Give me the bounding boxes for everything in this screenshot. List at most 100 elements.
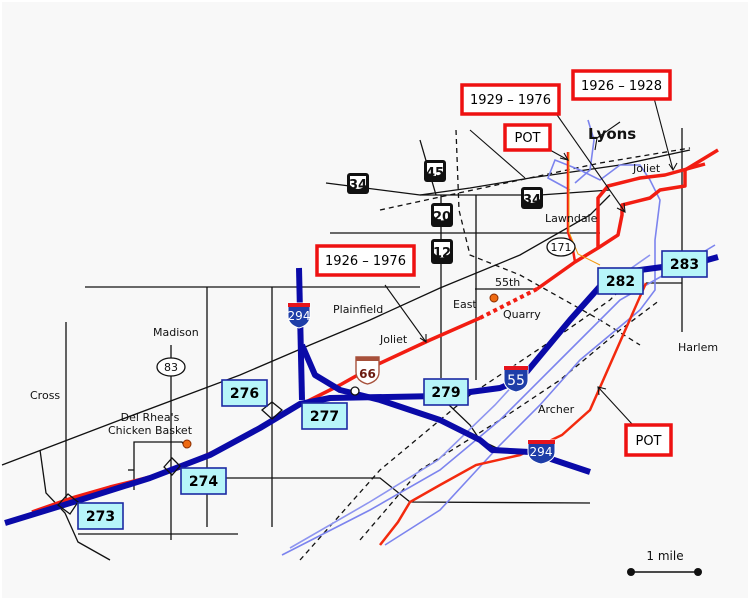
- street-quarry: Quarry: [503, 308, 541, 321]
- exit-274-label: 274: [189, 474, 218, 490]
- interstate-55-shield: 55: [503, 365, 529, 393]
- road-us34: [325, 182, 611, 196]
- scale-bar-label: 1 mile: [646, 549, 683, 563]
- callout-1926-1928-label: 1926 – 1928: [581, 79, 662, 94]
- arrow-1926-1976-head: [419, 334, 427, 344]
- i55-number: 55: [507, 373, 525, 389]
- interchange-274: [163, 457, 181, 476]
- route-66-shield: 66: [355, 356, 380, 385]
- arrow-1926-1928: [653, 97, 674, 171]
- rail-top: [379, 147, 691, 211]
- route66-number: 66: [359, 367, 376, 381]
- exit-282-label: 282: [606, 274, 635, 290]
- callout-1929-1976-label: 1929 – 1976: [470, 93, 551, 108]
- route66-to-lyons: [535, 148, 719, 291]
- exit-277: 277: [301, 402, 348, 430]
- il83-number: 83: [164, 361, 178, 374]
- arrow-pot-north: [549, 149, 569, 161]
- east-quarry-poi[interactable]: [489, 293, 499, 303]
- us45-number: 45: [426, 166, 444, 181]
- callout-1926-1928: 1926 – 1928: [571, 69, 672, 101]
- route66-1926-1928: [596, 162, 706, 248]
- us-route-34-west: 34: [347, 173, 369, 194]
- exit-274: 274: [180, 467, 227, 495]
- callout-1926-1976: 1926 – 1976: [315, 244, 416, 277]
- scale-bar-right-dot: [694, 568, 702, 576]
- interchange-276: [260, 401, 284, 420]
- rail-vertical: [455, 129, 641, 346]
- street-plainfield: Plainfield: [333, 303, 383, 316]
- callout-arrows: [384, 97, 678, 425]
- exit-282: 282: [597, 267, 644, 295]
- interchange-273: [57, 493, 79, 515]
- street-55th: 55th: [495, 276, 520, 289]
- arrow-1929-1976: [554, 111, 626, 213]
- us20-number: 20: [433, 210, 451, 225]
- route66-pot-north: [566, 152, 577, 263]
- scale-bar-left-dot: [627, 568, 635, 576]
- road-exit279-connector: [447, 403, 506, 453]
- street-harlem: Harlem: [678, 341, 718, 354]
- arrow-1926-1928-head: [668, 162, 678, 172]
- interstate-294-north-shield: 294: [287, 302, 311, 329]
- exit-277-label: 277: [310, 409, 339, 425]
- callout-pot-south: POT: [624, 423, 673, 457]
- arrow-pot-north-head: [559, 152, 570, 161]
- i294-north-number: 294: [288, 309, 311, 323]
- us12-number: 12: [433, 246, 451, 261]
- state-route-171: 171: [546, 237, 576, 257]
- street-east: East: [453, 298, 477, 311]
- exit-273: 273: [77, 502, 124, 530]
- arrow-pot-south-head: [597, 386, 607, 396]
- callout-1926-1976-label: 1926 – 1976: [325, 254, 406, 269]
- exit-279-label: 279: [431, 385, 460, 401]
- arrow-pot-south: [597, 386, 633, 425]
- small-circle-marker: [350, 386, 360, 396]
- exit-283: 283: [661, 250, 708, 278]
- us-route-34-east: 34: [521, 187, 543, 209]
- street-cross: Cross: [30, 389, 60, 402]
- road-plainfield-diagonal: [1, 194, 611, 466]
- us-route-12: 12: [431, 239, 453, 264]
- road-cross-diagonal: [39, 449, 111, 561]
- callout-1929-1976: 1929 – 1976: [460, 83, 561, 116]
- rail-southwest-1: [299, 269, 641, 561]
- river-canal: [384, 158, 661, 546]
- route66-pot-south: [379, 282, 648, 546]
- street-joliet-mid: Joliet: [379, 333, 408, 346]
- il171-number: 171: [551, 241, 572, 254]
- arrow-lyons-west: [469, 129, 526, 179]
- i294-curve: [299, 343, 591, 475]
- exit-276: 276: [221, 379, 268, 407]
- place-lyons: Lyons: [588, 125, 636, 143]
- us34-east-number: 34: [523, 193, 541, 208]
- exit-279: 279: [423, 378, 469, 406]
- del-rheas-chicken-basket-poi[interactable]: [182, 439, 192, 449]
- exit-276-label: 276: [230, 386, 259, 402]
- street-archer: Archer: [538, 403, 575, 416]
- route66-quarry-dotted: [479, 287, 538, 320]
- i294-north: [296, 267, 305, 401]
- exit-283-label: 283: [670, 257, 699, 273]
- local-roads: [1, 128, 691, 561]
- callout-pot-north-label: POT: [514, 131, 540, 146]
- us-route-45: 45: [424, 160, 446, 182]
- callout-pot-north: POT: [503, 123, 552, 152]
- us-route-20: 20: [431, 203, 453, 227]
- poi-del-rheas-line2: Chicken Basket: [108, 424, 193, 437]
- river-lyons-branch: [574, 119, 595, 184]
- interstate-294-south-shield: 294: [527, 439, 556, 465]
- street-joliet-north: Joliet: [632, 162, 661, 175]
- street-madison: Madison: [153, 326, 199, 339]
- road-lower-horizontal: [207, 477, 591, 504]
- scale-bar: 1 mile: [627, 549, 702, 576]
- arrow-lyons: [594, 121, 621, 151]
- exit-273-label: 273: [86, 509, 115, 525]
- arrow-1926-1976: [384, 284, 427, 343]
- poi-del-rheas-line1: Del Rhea's: [121, 411, 180, 424]
- i294-south-number: 294: [530, 445, 553, 459]
- arrow-1929-1976-head: [616, 202, 626, 213]
- state-route-83: 83: [156, 357, 186, 377]
- interchanges: [57, 401, 284, 515]
